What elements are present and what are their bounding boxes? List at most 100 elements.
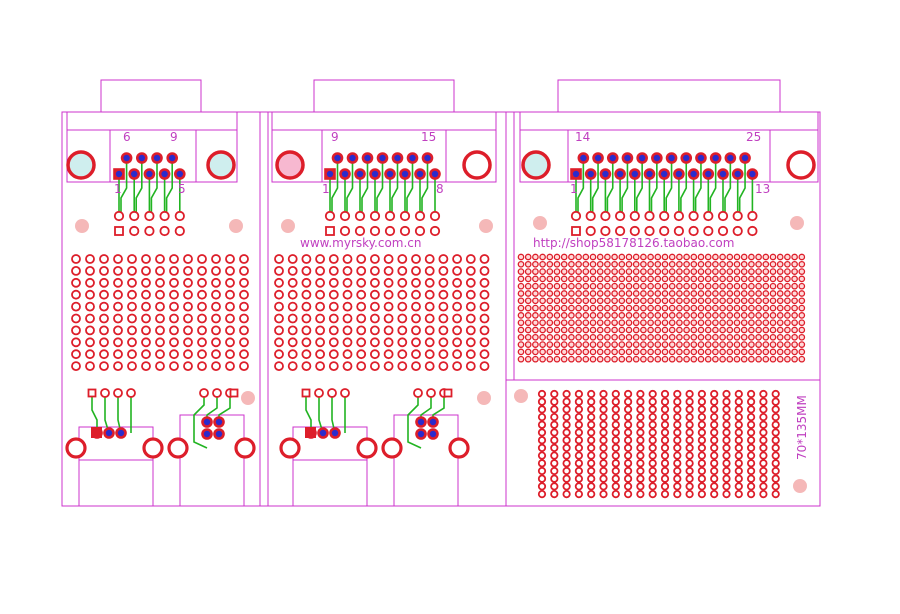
middle-proto-pad <box>465 349 476 360</box>
db15-pin-top-center <box>424 154 431 162</box>
right-lower-pad <box>722 412 731 422</box>
middle-proto-pad <box>424 337 435 348</box>
right-dense-pad <box>784 282 791 290</box>
right-lower-pad <box>710 428 719 437</box>
middle-proto-pad <box>328 313 339 324</box>
middle-proto-pad <box>411 301 421 312</box>
right-dense-pad <box>582 333 590 341</box>
right-lower-pad <box>648 482 657 491</box>
right-dense-pad <box>733 304 741 312</box>
right-dense-pad <box>769 297 777 305</box>
right-lower-pad <box>562 397 571 406</box>
right-lower-pad <box>710 397 719 406</box>
right-dense-pad <box>625 312 633 319</box>
right-dense-pad <box>683 290 690 297</box>
right-dense-pad <box>604 319 611 327</box>
right-dense-pad <box>740 253 748 261</box>
right-dense-pad <box>589 333 597 341</box>
right-dense-pad <box>532 326 539 334</box>
right-dense-pad <box>676 341 683 348</box>
left-proto-pad <box>141 325 151 336</box>
left-pin-label-9: 9 <box>170 130 178 144</box>
right-dense-pad <box>719 319 726 327</box>
right-lower-pad <box>574 489 584 499</box>
right-lower-pad <box>710 405 719 414</box>
right-lower-pad <box>636 436 645 445</box>
right-dense-pad <box>712 341 719 348</box>
right-dense-pad <box>625 275 633 283</box>
right-dense-pad <box>791 333 798 341</box>
right-dense-pad <box>618 275 626 283</box>
right-dense-pad <box>726 348 734 356</box>
right-dense-pad <box>661 282 669 290</box>
right-dense-pad <box>740 319 748 327</box>
left-proto-pad <box>155 265 165 276</box>
right-dense-pad <box>654 304 662 312</box>
right-lower-pad <box>759 466 768 476</box>
right-dense-pad <box>776 275 784 283</box>
right-dense-pad <box>654 319 662 327</box>
right-lower-pad <box>722 389 731 399</box>
right-dense-pad <box>589 355 597 363</box>
middle-proto-pad <box>424 349 435 360</box>
right-lower-pad <box>587 451 596 460</box>
middle-proto-pad <box>411 337 421 348</box>
middle-usb-block-ring <box>356 437 378 459</box>
left-proto-pad <box>183 289 193 300</box>
left-usb-block-pad <box>100 388 110 398</box>
right-dense-pad <box>524 333 532 341</box>
middle-proto-pad <box>315 289 326 300</box>
db15-header-pad <box>414 225 426 237</box>
right-dense-pad <box>604 341 611 348</box>
right-lower-pad <box>623 489 633 499</box>
db9-pin-bottom-center <box>131 170 138 178</box>
db25-header-pad-1 <box>571 226 581 236</box>
right-lower-pad <box>685 412 694 422</box>
middle-proto-pad <box>328 349 339 360</box>
right-dense-pad <box>632 304 640 312</box>
right-dense-pad <box>611 312 618 319</box>
right-lower-pad <box>611 466 620 476</box>
left-proto-pad <box>127 277 137 288</box>
right-dense-pad <box>719 355 726 363</box>
right-dense-pad <box>575 312 582 319</box>
right-dense-pad <box>589 290 597 297</box>
right-dense-pad <box>532 253 539 261</box>
middle-proto-pad <box>397 265 408 276</box>
right-dense-pad <box>640 297 647 305</box>
left-proto-pad <box>197 337 207 348</box>
db15-pin-bottom-center <box>356 170 364 178</box>
db15-header-pad <box>384 210 396 222</box>
right-lower-pad <box>587 420 596 429</box>
right-dense-pad <box>676 253 683 261</box>
right-dense-pad <box>582 312 590 319</box>
right-dense-pad <box>791 348 798 356</box>
right-lower-pad <box>697 474 707 483</box>
middle-proto-pad <box>301 254 312 264</box>
middle-proto-pad <box>411 265 421 276</box>
right-dense-pad <box>589 275 597 283</box>
right-dense-pad <box>575 282 582 290</box>
right-dense-pad <box>647 341 654 348</box>
right-dense-pad <box>632 312 640 319</box>
middle-proto-pad <box>356 361 367 372</box>
left-proto-pad <box>141 337 151 348</box>
middle-proto-pad <box>452 265 463 276</box>
right-dense-pad <box>733 326 741 334</box>
right-dense-pad <box>748 304 755 312</box>
middle-proto-pad <box>287 337 298 348</box>
right-lower-pad <box>660 466 670 476</box>
db25-shell <box>567 129 771 183</box>
right-dense-pad <box>647 312 654 319</box>
left-proto-pad <box>197 277 207 288</box>
right-pin-label-25: 25 <box>746 130 761 144</box>
right-dense-pad <box>690 333 698 341</box>
right-dense-pad <box>726 333 734 341</box>
middle-usb-block-pin-center <box>319 429 327 437</box>
db25-trace-top <box>577 158 585 212</box>
right-lower-pad <box>611 489 620 499</box>
right-dense-pad <box>568 304 575 312</box>
right-dense-pad <box>553 326 561 334</box>
right-dense-pad <box>568 297 575 305</box>
right-lower-pad <box>746 451 756 460</box>
